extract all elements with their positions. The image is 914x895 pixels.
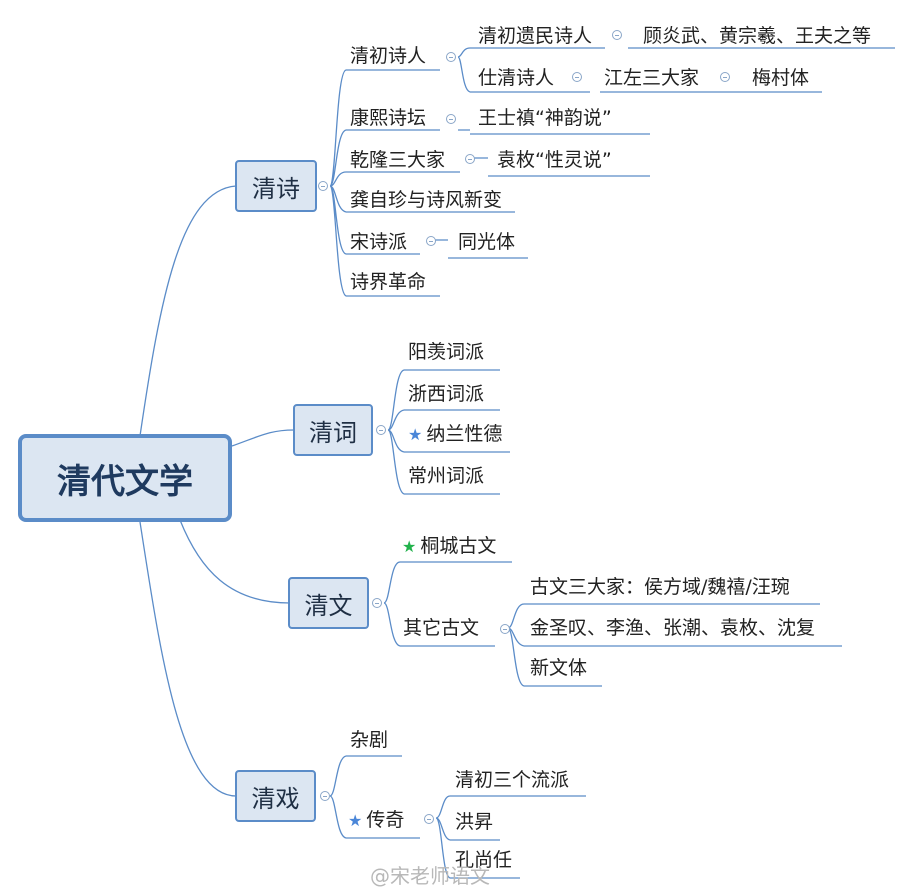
- collapse-icon[interactable]: [446, 52, 456, 62]
- node-other-prose[interactable]: 其它古文: [403, 617, 480, 639]
- collapse-icon[interactable]: [320, 791, 330, 801]
- node-hong-sheng[interactable]: 洪昇: [455, 811, 494, 833]
- poetry-underlines: [346, 69, 515, 297]
- collapse-icon[interactable]: [612, 30, 622, 40]
- node-song-school[interactable]: 宋诗派: [350, 231, 408, 253]
- node-yuan-mei[interactable]: 袁枚“性灵说”: [497, 149, 612, 171]
- node-loyalist-names[interactable]: 顾炎武、黄宗羲、王夫之等: [643, 25, 872, 47]
- collapse-icon[interactable]: [424, 814, 434, 824]
- category-poetry[interactable]: 清诗: [235, 160, 317, 212]
- root-node[interactable]: 清代文学: [18, 434, 232, 522]
- category-ci[interactable]: 清词: [293, 404, 373, 456]
- node-jiangzuo[interactable]: 江左三大家: [604, 67, 700, 89]
- star-icon: ★: [348, 811, 363, 830]
- node-official-poets[interactable]: 仕清诗人: [478, 67, 555, 89]
- chuanqi-branch-line: [435, 795, 451, 879]
- node-nalan[interactable]: ★纳兰性德: [408, 423, 503, 445]
- collapse-icon[interactable]: [318, 181, 328, 191]
- collapse-icon[interactable]: [500, 624, 510, 634]
- node-gong-zizhen[interactable]: 龚自珍与诗风新变: [350, 189, 503, 211]
- node-qianlong[interactable]: 乾隆三大家: [350, 149, 446, 171]
- collapse-icon[interactable]: [376, 425, 386, 435]
- root-to-poetry-line: [139, 185, 237, 437]
- early-branch-line: [457, 47, 471, 93]
- drama-branch-line: [329, 755, 347, 839]
- prose-branch-line: [383, 561, 401, 647]
- node-yangxian[interactable]: 阳羡词派: [408, 341, 485, 363]
- root-to-ci-line: [231, 429, 295, 447]
- other-prose-branch-line: [507, 603, 525, 687]
- node-early-poets[interactable]: 清初诗人: [350, 45, 427, 67]
- poetry-branch-line: [329, 69, 347, 297]
- collapse-icon[interactable]: [572, 72, 582, 82]
- node-meicun[interactable]: 梅村体: [752, 67, 810, 89]
- node-poetry-revolution[interactable]: 诗界革命: [350, 271, 427, 293]
- node-kong-shangren[interactable]: 孔尚任: [455, 849, 513, 871]
- category-drama[interactable]: 清戏: [235, 770, 316, 822]
- root-to-prose-line: [179, 519, 291, 604]
- node-zaju[interactable]: 杂剧: [350, 729, 389, 751]
- star-icon: ★: [402, 537, 417, 556]
- collapse-icon[interactable]: [426, 236, 436, 246]
- node-zhexi[interactable]: 浙西词派: [408, 383, 485, 405]
- node-jin-shengtan[interactable]: 金圣叹、李渔、张潮、袁枚、沈复: [530, 617, 816, 639]
- collapse-icon[interactable]: [465, 154, 475, 164]
- collapse-icon[interactable]: [446, 114, 456, 124]
- node-new-style[interactable]: 新文体: [530, 657, 588, 679]
- node-three-masters[interactable]: 古文三大家：侯方域/魏禧/汪琬: [530, 576, 790, 598]
- ci-branch-line: [387, 369, 405, 495]
- category-prose[interactable]: 清文: [288, 577, 369, 629]
- node-tongcheng[interactable]: ★桐城古文: [402, 535, 497, 557]
- watermark: @宋老师语文: [370, 864, 490, 888]
- node-chuanqi[interactable]: ★传奇: [348, 809, 405, 831]
- collapse-icon[interactable]: [720, 72, 730, 82]
- node-tongguang[interactable]: 同光体: [458, 231, 516, 253]
- collapse-icon[interactable]: [372, 598, 382, 608]
- node-changzhou[interactable]: 常州词派: [408, 465, 485, 487]
- node-wang-shizhen[interactable]: 王士禛“神韵说”: [478, 107, 612, 129]
- star-icon: ★: [408, 425, 423, 444]
- root-to-drama-line: [139, 521, 237, 797]
- node-loyalist-poets[interactable]: 清初遗民诗人: [478, 25, 593, 47]
- node-kangxi[interactable]: 康熙诗坛: [350, 107, 427, 129]
- node-three-schools[interactable]: 清初三个流派: [455, 769, 570, 791]
